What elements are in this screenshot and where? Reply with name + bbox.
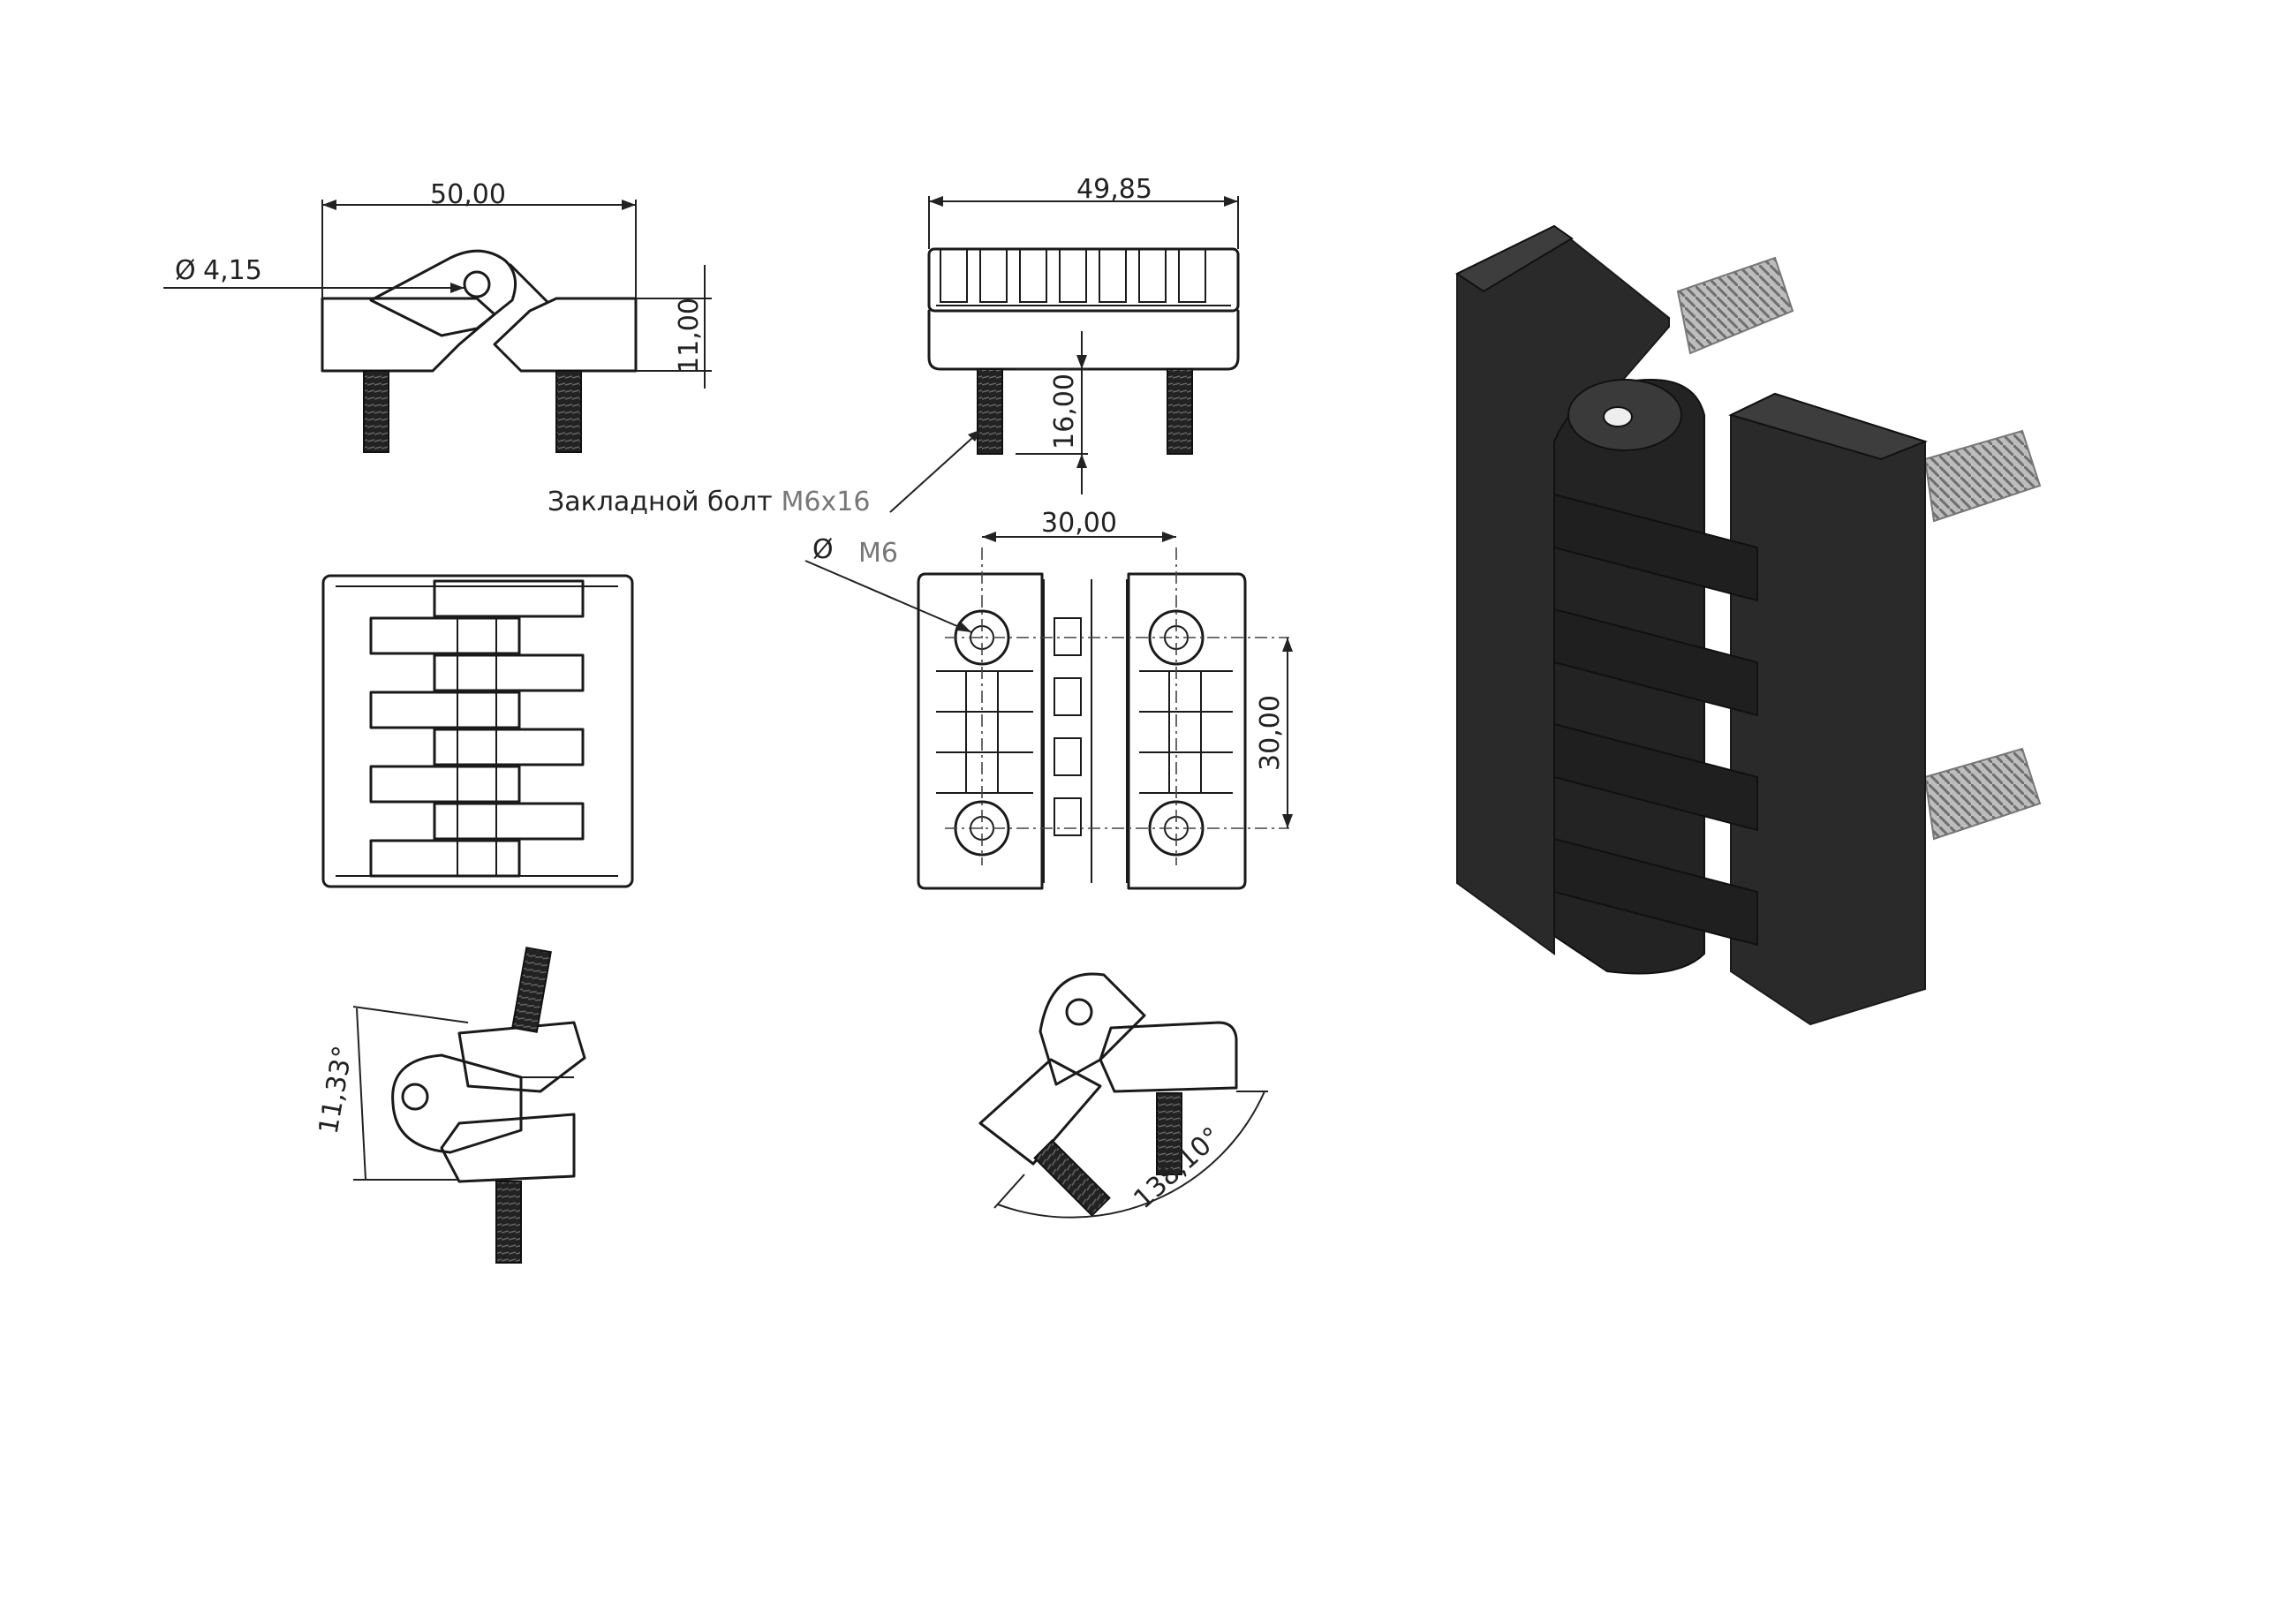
bottom-view: 30,00 30,00 Ø M6 xyxy=(804,508,1293,890)
bolt-label-size: M6x16 xyxy=(782,487,871,517)
side-view: 49,85 16,00 xyxy=(889,174,1240,513)
dim-angle-min: 11,33° xyxy=(313,1044,359,1136)
dim-diameter-symbol: Ø xyxy=(175,255,196,286)
dim-hole-spacing-x: 30,00 xyxy=(1041,508,1117,539)
dim-hole-spacing-y: 30,00 xyxy=(1255,695,1286,771)
front-view: 50,00 11,00 Ø 4,15 xyxy=(163,179,712,453)
dim-front-width: 50,00 xyxy=(430,179,506,210)
hinge-3d-render xyxy=(1454,224,2042,1026)
bolt-label-prefix: Закладной болт xyxy=(548,487,773,517)
bolt-label: Закладной болт M6x16 xyxy=(548,487,870,517)
dim-pin-hole: 4,15 xyxy=(203,255,262,286)
top-view xyxy=(321,574,634,888)
open-angle-view: 138,10° xyxy=(978,972,1268,1219)
closed-angle-view: 11,33° xyxy=(313,947,586,1264)
dim-top-width: 49,85 xyxy=(1076,174,1152,205)
dim-thread-symbol: Ø xyxy=(812,534,834,565)
dim-body-height: 11,00 xyxy=(674,298,705,374)
dim-thread: M6 xyxy=(858,538,898,569)
dim-bolt-length: 16,00 xyxy=(1049,374,1080,449)
